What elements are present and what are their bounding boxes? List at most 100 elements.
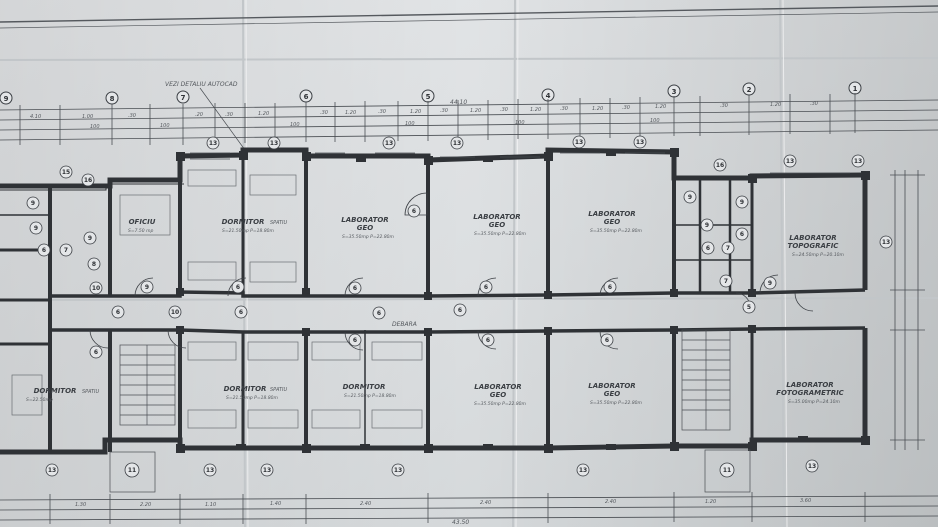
svg-text:S=21.50mp P=18.80m: S=21.50mp P=18.80m — [222, 228, 275, 234]
svg-text:11: 11 — [128, 467, 136, 474]
overall-dimension-top: 44.10 — [450, 99, 467, 106]
svg-text:S=24.50mp P=20.10m: S=24.50mp P=20.10m — [792, 252, 845, 258]
svg-text:15: 15 — [62, 169, 70, 176]
svg-text:1.20: 1.20 — [705, 499, 716, 505]
door-swings — [89, 192, 814, 351]
dimension-lines-top — [0, 99, 938, 141]
axis-label: 7 — [181, 94, 186, 102]
svg-text:S=35.50mp P=22.80m: S=35.50mp P=22.80m — [474, 231, 527, 237]
svg-text:S=21.50mp P=18.80m: S=21.50mp P=18.80m — [226, 395, 279, 401]
svg-text:6: 6 — [605, 337, 609, 344]
svg-text:.30: .30 — [560, 106, 568, 112]
svg-text:100: 100 — [650, 118, 660, 124]
svg-text:16: 16 — [84, 177, 92, 184]
room-dormitor-label: DORMITOR — [222, 218, 265, 226]
debara-label: DEBARA — [392, 321, 417, 328]
furniture — [11, 169, 423, 429]
room-number-markers — [26, 135, 893, 478]
room-dormitor-bl-label: DORMITOR — [34, 387, 77, 395]
svg-text:13: 13 — [786, 158, 794, 165]
svg-text:13: 13 — [263, 467, 271, 474]
svg-text:9: 9 — [740, 199, 744, 206]
svg-text:3.60: 3.60 — [800, 498, 811, 504]
svg-text:2.40: 2.40 — [480, 500, 491, 506]
axis-markers-top — [0, 81, 862, 105]
sheet-border — [0, 5, 938, 29]
svg-text:.30: .30 — [500, 107, 508, 113]
svg-text:.30: .30 — [720, 103, 728, 109]
room-dormitor-bl-sub: SPATIU — [82, 389, 100, 395]
svg-text:10: 10 — [171, 309, 179, 316]
svg-text:6: 6 — [239, 309, 243, 316]
svg-text:13: 13 — [808, 463, 816, 470]
svg-text:9: 9 — [31, 200, 35, 207]
svg-text:6: 6 — [484, 284, 488, 291]
svg-text:5: 5 — [747, 304, 751, 311]
room-dormitor-sub: SPATIU — [270, 220, 288, 226]
room-lab-geo-5-sub: GEO — [604, 390, 621, 398]
svg-text:1.20: 1.20 — [592, 106, 603, 112]
svg-text:16: 16 — [716, 162, 724, 169]
svg-text:.30: .30 — [440, 108, 448, 114]
room-lab-geo-3-sub: GEO — [604, 218, 621, 226]
svg-text:S=35.00mp P=24.10m: S=35.00mp P=24.10m — [788, 399, 841, 405]
svg-text:2.40: 2.40 — [605, 499, 616, 505]
svg-text:7: 7 — [64, 247, 68, 254]
axis-label: 9 — [4, 95, 9, 103]
svg-text:13: 13 — [453, 140, 461, 147]
svg-text:.30: .30 — [378, 109, 386, 115]
svg-text:.30: .30 — [622, 105, 630, 111]
axis-label: 5 — [426, 93, 431, 101]
svg-text:13: 13 — [575, 139, 583, 146]
svg-text:9: 9 — [88, 235, 92, 242]
svg-text:100: 100 — [405, 121, 415, 127]
axis-label: 2 — [747, 86, 752, 94]
svg-text:13: 13 — [385, 140, 393, 147]
svg-text:10: 10 — [92, 285, 100, 292]
svg-text:13: 13 — [636, 139, 644, 146]
svg-text:6: 6 — [236, 284, 240, 291]
room-lab-geo-2-sub: GEO — [489, 221, 506, 229]
room-lab-geo-1-label: LABORATOR — [341, 216, 388, 224]
svg-text:6: 6 — [608, 284, 612, 291]
overall-dimension-bottom: 43.50 — [452, 519, 469, 526]
svg-text:6: 6 — [353, 337, 357, 344]
svg-text:100: 100 — [290, 122, 300, 128]
room-lab-foto-label: LABORATOR — [786, 381, 833, 389]
svg-text:1.30: 1.30 — [75, 502, 86, 508]
axis-label: 6 — [304, 93, 309, 101]
svg-text:2.20: 2.20 — [140, 502, 151, 508]
svg-text:11: 11 — [723, 467, 731, 474]
structural-columns — [176, 148, 870, 453]
svg-text:S=35.50mp P=22.80m: S=35.50mp P=22.80m — [474, 401, 527, 407]
svg-text:8: 8 — [92, 261, 96, 268]
axis-label: 1 — [853, 85, 858, 93]
room-lab-geo-1-sub: GEO — [357, 224, 374, 232]
svg-text:13: 13 — [206, 467, 214, 474]
svg-text:1.20: 1.20 — [770, 102, 781, 108]
svg-text:.30: .30 — [225, 112, 233, 118]
svg-text:13: 13 — [882, 239, 890, 246]
svg-text:9: 9 — [688, 194, 692, 201]
svg-text:7: 7 — [724, 278, 728, 285]
room-lab-geo-3-label: LABORATOR — [588, 210, 635, 218]
svg-text:.30: .30 — [128, 113, 136, 119]
svg-text:1.20: 1.20 — [258, 111, 269, 117]
svg-text:S=21.50mp P=18.80m: S=21.50mp P=18.80m — [344, 393, 397, 399]
svg-text:S=22.50mp: S=22.50mp — [26, 397, 53, 403]
svg-text:1.40: 1.40 — [270, 501, 281, 507]
detail-note: VEZI DETALIU AUTOCAD — [165, 81, 238, 88]
svg-text:.30: .30 — [810, 101, 818, 107]
room-dormitor-b2-sub: SPATIU — [270, 387, 288, 393]
svg-text:100: 100 — [515, 120, 525, 126]
svg-text:6: 6 — [412, 208, 416, 215]
svg-text:6: 6 — [42, 247, 46, 254]
svg-text:6: 6 — [740, 231, 744, 238]
room-lab-topo-label: LABORATOR — [789, 234, 836, 242]
svg-text:13: 13 — [209, 140, 217, 147]
svg-text:13: 13 — [48, 467, 56, 474]
svg-text:13: 13 — [394, 467, 402, 474]
